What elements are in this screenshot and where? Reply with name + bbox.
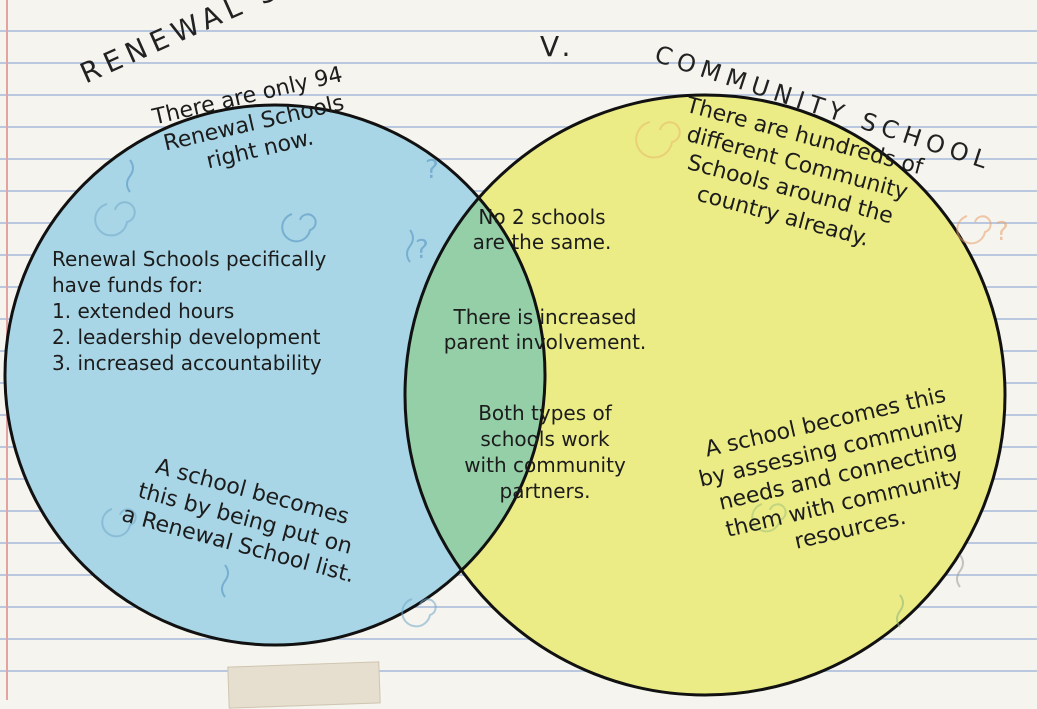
left-circle xyxy=(5,105,545,645)
right-circle-outline xyxy=(403,93,1007,697)
overlap-item-2: There is increased parent involvement. xyxy=(420,305,670,355)
list-item: 3. increased accountability xyxy=(52,351,322,375)
text-line: partners. xyxy=(499,479,591,503)
text-line: with community xyxy=(464,453,626,477)
squiggle-icon xyxy=(956,554,964,588)
swirl-icon xyxy=(635,121,681,159)
text-line: parent involvement. xyxy=(443,330,647,354)
text-line: Renewal Schools pecifically xyxy=(52,247,327,271)
swirl-icon xyxy=(751,503,787,533)
text-line: There is increased xyxy=(453,305,637,329)
squiggle-icon xyxy=(126,159,134,193)
swirl-icon xyxy=(281,213,317,243)
overlap-item-1: No 2 schools are the same. xyxy=(452,205,632,255)
swirl-icon xyxy=(401,598,437,628)
left-circle-outline xyxy=(3,103,547,647)
versus-label: V. xyxy=(540,30,577,63)
right-circle xyxy=(405,95,1005,695)
swirl-icon xyxy=(101,508,137,538)
list-item: 2. leadership development xyxy=(52,325,321,349)
swirl-icon xyxy=(956,215,992,245)
list-item: 1. extended hours xyxy=(52,299,235,323)
squiggle-icon xyxy=(406,229,414,263)
left-funds-text: Renewal Schools pecifically have funds f… xyxy=(52,246,326,376)
squiggle-icon xyxy=(896,594,904,628)
text-line: have funds for: xyxy=(52,273,204,297)
text-line: Both types of xyxy=(478,401,612,425)
question-mark-icon: ? xyxy=(425,155,439,185)
tape-strip xyxy=(227,661,381,709)
question-mark-icon: ? xyxy=(995,217,1009,247)
text-line: are the same. xyxy=(472,230,612,254)
text-line: schools work xyxy=(480,427,610,451)
overlap-item-3: Both types of schools work with communit… xyxy=(440,400,650,504)
question-mark-icon: ? xyxy=(415,235,429,265)
squiggle-icon xyxy=(221,564,229,598)
swirl-icon xyxy=(94,201,136,237)
text-line: No 2 schools xyxy=(478,205,606,229)
